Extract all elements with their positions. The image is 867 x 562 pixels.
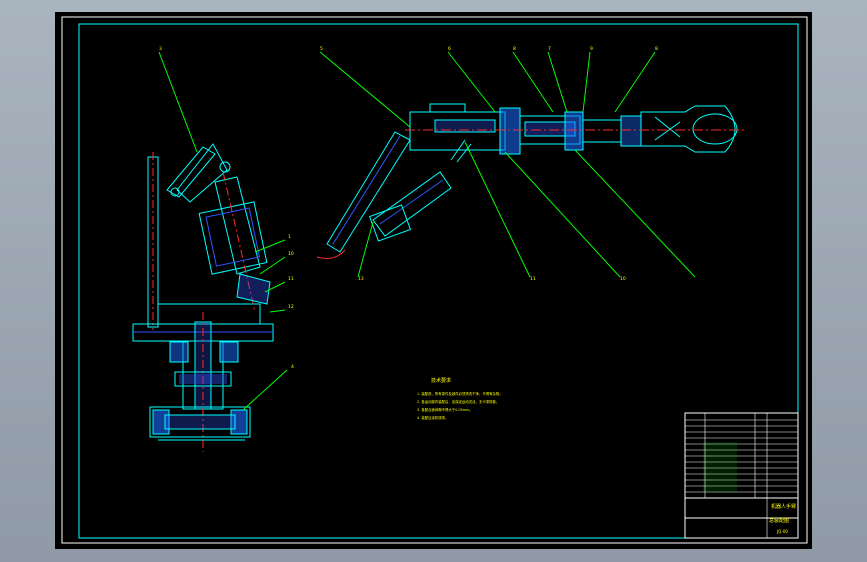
title-block-title: 总装配图 [769,517,789,524]
balloon-label: 6 [448,46,451,52]
cad-viewport[interactable]: 技术要求 1. 装配前，所有零件及部件必须清洗干净，不得有杂物。 2. 各运动部… [55,12,812,549]
balloon-label: 8 [655,46,658,52]
notes-title: 技术要求 [431,377,451,384]
notes-line-3: 3. 各配合面间隙不得大于0.05mm。 [417,407,473,412]
balloon-label: 8 [513,46,516,52]
notes-line-1: 1. 装配前，所有零件及部件必须清洗干净，不得有杂物。 [417,391,503,396]
balloon-label: 10 [620,276,626,282]
balloon-label: 1 [288,234,291,240]
inner-frame [78,23,799,539]
balloon-label: 10 [288,251,294,257]
gripper [640,105,736,153]
balloon-label: 13 [358,276,364,282]
title-block: 机器人手臂 总装配图 JQ-00 [684,412,799,539]
balloon-label: 3 [159,46,162,52]
outer-frame [61,16,808,544]
upper-link [166,146,216,198]
balloon-layer: 3 1 10 11 12 4 5 6 8 7 9 8 13 11 10 [159,46,658,370]
notes-line-2: 2. 各运动部件装配后，应保证运动灵活，无卡滞现象。 [417,399,499,404]
assembly-drawing: 技术要求 1. 装配前，所有零件及部件必须清洗干净，不得有杂物。 2. 各运动部… [61,16,808,544]
technical-notes: 技术要求 1. 装配前，所有零件及部件必须清洗干净，不得有杂物。 2. 各运动部… [417,377,503,420]
right-view [316,51,745,278]
title-block-drawing-no: JQ-00 [776,529,788,534]
title-block-school: 机器人手臂 [771,503,796,510]
lift-cylinder [214,176,261,275]
balloon-label: 7 [548,46,551,52]
balloon-label: 12 [288,304,294,310]
balloon-label: 11 [530,276,536,282]
balloon-label: 9 [590,46,593,52]
balloon-label: 5 [320,46,323,52]
base-flange [149,406,251,438]
small-cylinder [372,171,452,237]
notes-line-4: 4. 装配后涂防锈漆。 [417,415,448,420]
balloon-label: 11 [288,276,294,282]
balloon-label: 4 [291,364,294,370]
left-view [132,51,288,452]
